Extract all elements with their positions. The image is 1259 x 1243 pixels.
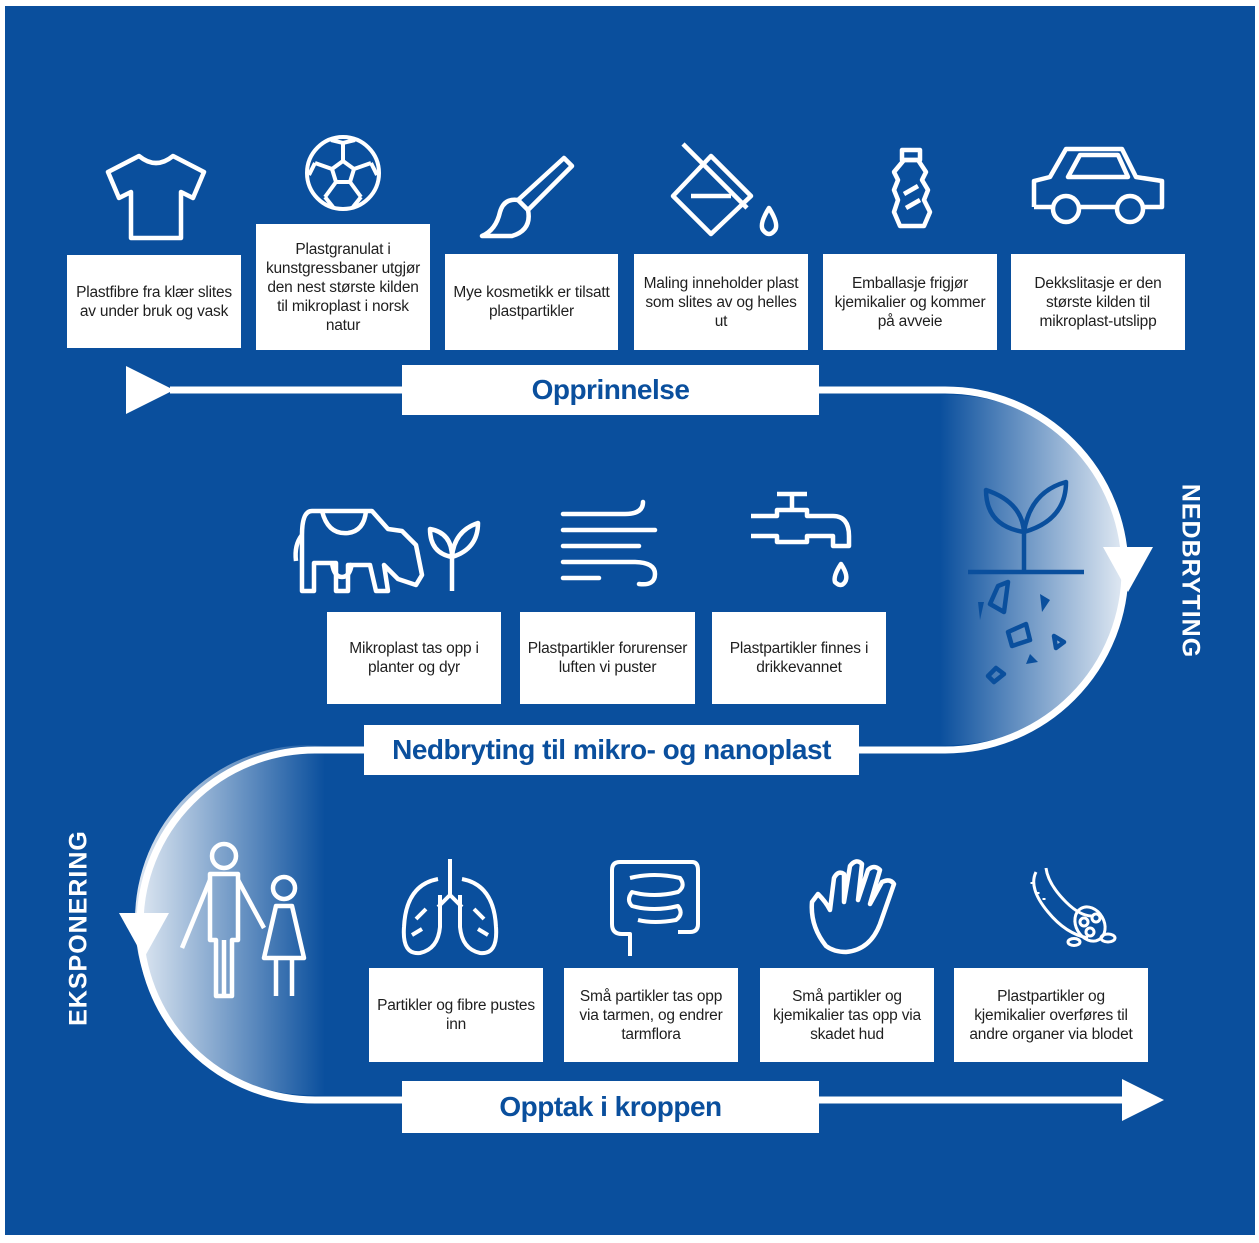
- left-curve-fill: [135, 745, 325, 1095]
- adult-and-child-icon: [176, 840, 307, 1005]
- plastic-bottle-icon: [882, 146, 942, 237]
- start-arrow: [126, 366, 174, 414]
- side-label-breakdown: NEDBRYTING: [1176, 483, 1205, 659]
- plant-with-particles-icon: [968, 462, 1088, 697]
- uptake-card-intestine: Små partikler tas opp via tarmen, og end…: [564, 968, 738, 1062]
- cow-and-plant-icon: [292, 505, 524, 598]
- hand-icon: [806, 854, 902, 963]
- lungs-icon: [398, 855, 502, 964]
- origin-card-cosmetics: Mye kosmetikk er tilsatt plastpartikler: [445, 254, 618, 350]
- side-label-exposure: EKSPONERING: [64, 830, 93, 1026]
- right-down-arrow: [1103, 547, 1153, 592]
- paintbrush-icon: [476, 150, 576, 247]
- breakdown-card-plants-animals: Mikroplast tas opp i planter og dyr: [327, 612, 501, 704]
- car-icon: [1030, 143, 1166, 238]
- wind-icon: [559, 496, 663, 593]
- stage-label-origin: Opprinnelse: [402, 365, 819, 415]
- football-icon: [303, 133, 383, 218]
- origin-card-clothes: Plastfibre fra klær slites av under bruk…: [67, 255, 241, 348]
- origin-card-paint: Maling inneholder plast som slites av og…: [634, 254, 808, 350]
- water-tap-icon: [747, 490, 853, 601]
- origin-card-artificial-turf: Plastgranulat i kunstgressbaner utgjør d…: [256, 224, 430, 350]
- t-shirt-icon: [102, 150, 210, 247]
- breakdown-card-air: Plastpartikler forurenser luften vi pust…: [520, 612, 695, 704]
- left-down-arrow: [119, 913, 169, 958]
- uptake-card-inhalation: Partikler og fibre pustes inn: [369, 968, 543, 1062]
- flow-line: [136, 386, 1150, 1104]
- blood-vessel-icon: [1026, 866, 1118, 957]
- uptake-card-blood: Plastpartikler og kjemikalier overføres …: [954, 968, 1148, 1062]
- paint-bucket-icon: [667, 138, 787, 247]
- stage-label-uptake: Opptak i kroppen: [402, 1081, 819, 1133]
- uptake-card-skin: Små partikler og kjemikalier tas opp via…: [760, 968, 934, 1062]
- stage-label-breakdown: Nedbryting til mikro- og nanoplast: [364, 725, 859, 775]
- origin-card-packaging: Emballasje frigjør kjemikalier og kommer…: [823, 254, 997, 350]
- origin-card-tires: Dekkslitasje er den største kilden til m…: [1011, 254, 1185, 350]
- intestine-icon: [608, 852, 704, 967]
- end-arrow: [1122, 1079, 1164, 1121]
- breakdown-card-drinking-water: Plastpartikler finnes i drikkevannet: [712, 612, 886, 704]
